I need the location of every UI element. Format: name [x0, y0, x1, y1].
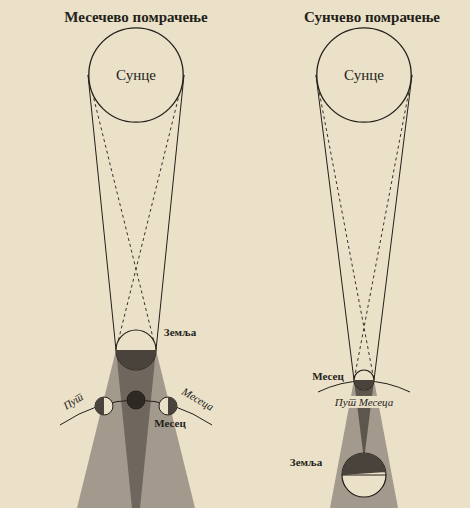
moon-label: Месец: [312, 370, 344, 382]
moon-circle: [354, 370, 374, 390]
tangent-line: [374, 75, 412, 380]
earth-terminator: [342, 475, 386, 476]
penumbra-shade: [77, 350, 195, 508]
earth-night-side: [116, 350, 156, 370]
figure-title: Сунчево помрачење: [304, 9, 440, 26]
orbit-label: Пут Месеца: [333, 396, 395, 408]
sun-disc: [317, 28, 411, 122]
penumbra-shade: [330, 380, 398, 508]
sun-label: Сунце: [116, 67, 156, 84]
moon-circle: [127, 391, 145, 409]
sun-circle: Сунце: [88, 27, 184, 123]
earth-label: Земља: [290, 456, 322, 468]
moon-circle: [95, 397, 113, 415]
moon-shadow: [95, 397, 104, 415]
figure-title: Месечево помрачење: [64, 9, 207, 26]
orbit-label: Пут: [61, 390, 85, 411]
earth-label: Земља: [164, 326, 196, 338]
umbra-shade: [116, 350, 156, 508]
umbra-shade: [354, 380, 374, 460]
earth-shadow-cap: [342, 453, 386, 475]
sun-disc: [89, 28, 183, 122]
moon-shadow: [168, 397, 177, 415]
tangent-line: [316, 75, 354, 380]
moon-label: Месец: [154, 417, 186, 429]
earth-circle: [342, 453, 386, 497]
sun-label: Сунце: [344, 67, 384, 84]
moon-circle: [159, 397, 177, 415]
sun-circle: Сунце: [316, 27, 412, 123]
earth-circle: [116, 330, 156, 370]
moon-shadow: [354, 380, 374, 390]
orbit-label: Месеца: [180, 385, 216, 413]
